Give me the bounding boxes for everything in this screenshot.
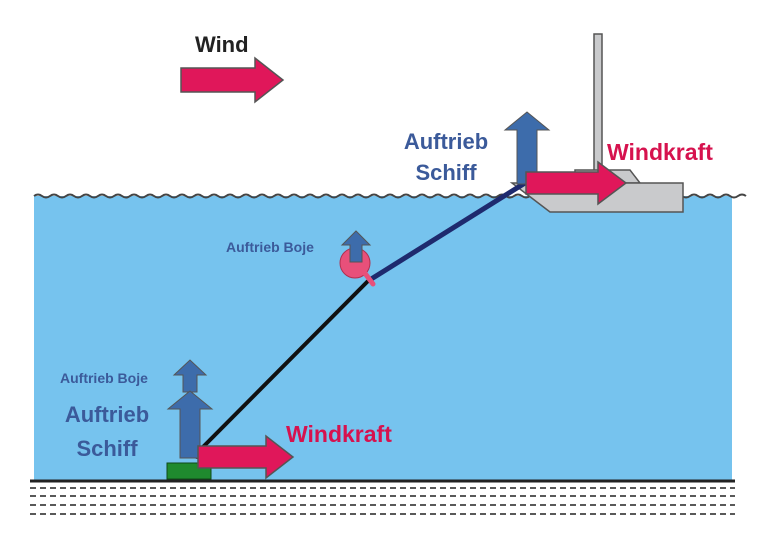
mooring-line-upper [366,180,527,284]
windforce-label-bottom: Windkraft [286,421,392,447]
ship-buoyancy-label-top-1: Auftrieb [404,129,488,154]
buoy-buoyancy-arrow-bottom [172,359,208,393]
wind-label: Wind [195,32,249,57]
ship-mast [593,33,603,175]
buoy-buoyancy-arrow-mid [340,230,372,263]
ship-windforce-arrow-top [525,160,628,206]
mooring-line-lower [196,279,370,454]
buoy-buoyancy-label-mid: Auftrieb Boje [226,239,314,255]
seabed [30,479,735,515]
windforce-label-top: Windkraft [607,139,713,165]
ship-buoyancy-label-top-2: Schiff [415,160,477,185]
ship-buoyancy-label-bottom-2: Schiff [76,436,138,461]
windforce-arrow-bottom [197,434,295,480]
buoy-buoyancy-label-bottom: Auftrieb Boje [60,370,148,386]
ship-buoyancy-label-bottom-1: Auftrieb [65,402,149,427]
water-body [34,196,732,480]
wind-arrow [180,56,285,104]
